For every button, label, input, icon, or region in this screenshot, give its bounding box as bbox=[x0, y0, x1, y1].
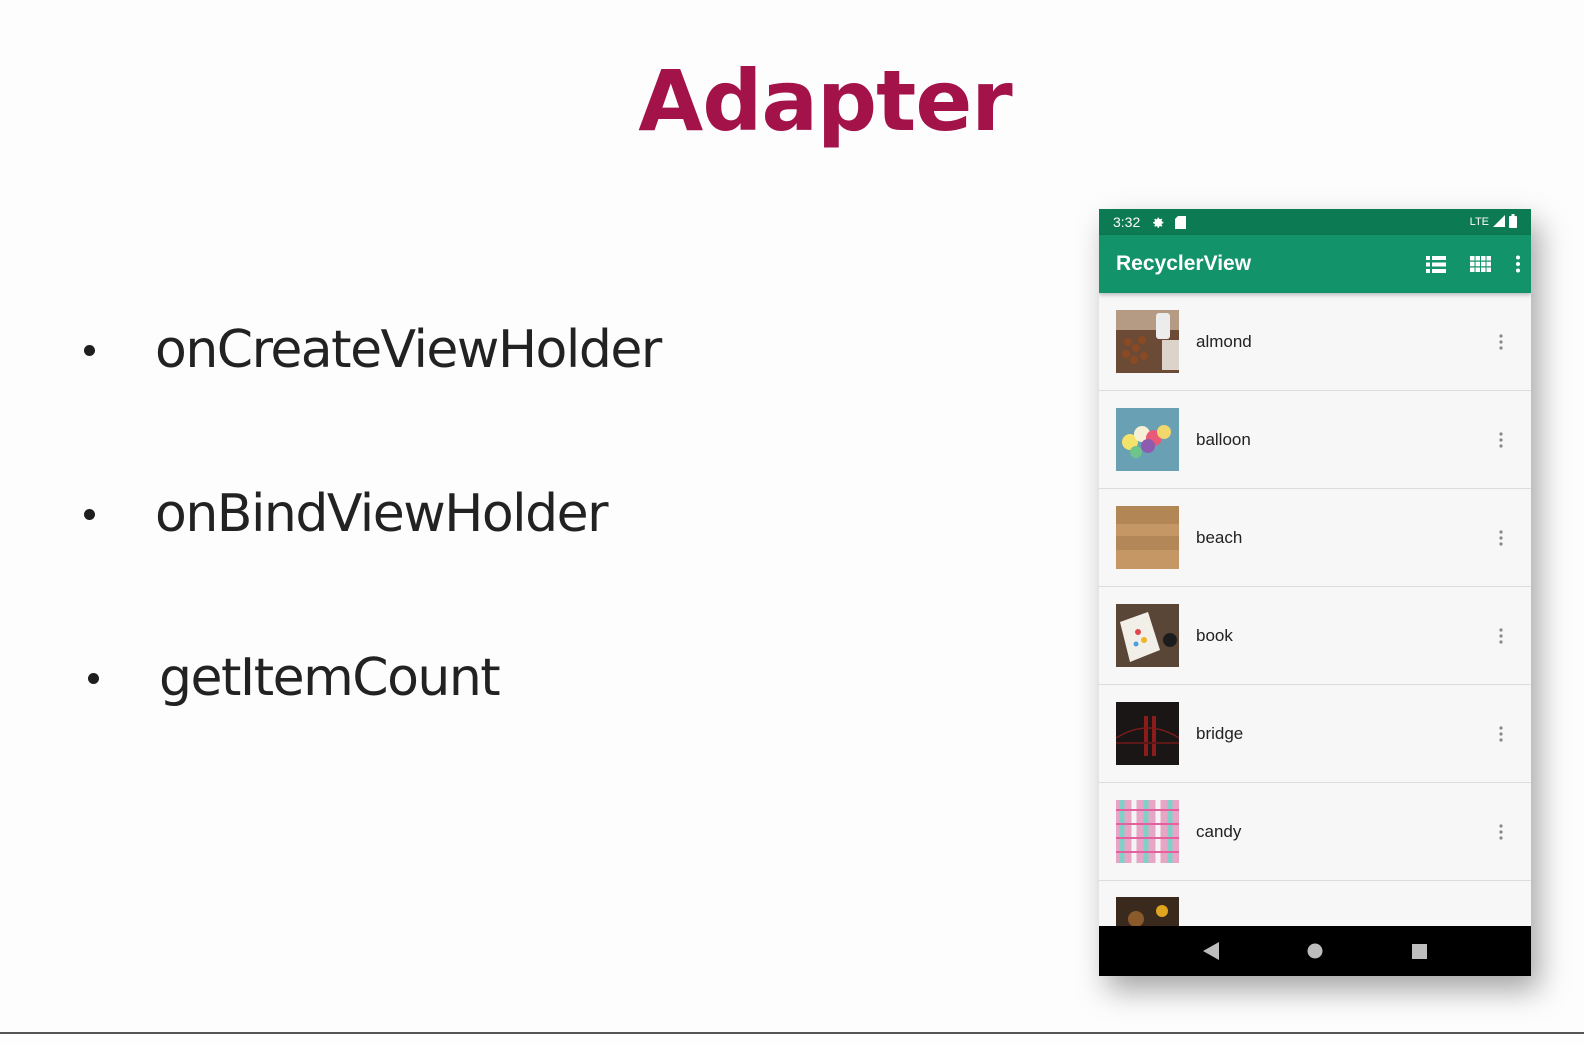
recents-icon[interactable] bbox=[1411, 943, 1427, 959]
home-icon[interactable] bbox=[1307, 943, 1323, 959]
bullet-dot bbox=[84, 508, 95, 520]
app-actions bbox=[1426, 255, 1521, 273]
bullet-text: onCreateViewHolder bbox=[155, 320, 662, 380]
recycler-list: almond balloon beach bbox=[1099, 293, 1531, 960]
status-bar: 3:32 LTE bbox=[1099, 209, 1531, 235]
footer-divider bbox=[0, 1032, 1584, 1034]
bullet-text: getItemCount bbox=[159, 648, 501, 708]
list-view-icon[interactable] bbox=[1426, 255, 1446, 273]
list-item[interactable]: almond bbox=[1099, 293, 1531, 391]
item-label: bridge bbox=[1196, 723, 1244, 743]
slide-title: Adapter bbox=[638, 52, 1013, 150]
more-vert-icon[interactable] bbox=[1499, 627, 1503, 644]
list-item[interactable]: candy bbox=[1099, 783, 1531, 881]
more-vert-icon[interactable] bbox=[1515, 255, 1521, 273]
item-label: balloon bbox=[1196, 429, 1251, 449]
bullet-text: onBindViewHolder bbox=[155, 484, 609, 544]
more-vert-icon[interactable] bbox=[1499, 725, 1503, 742]
list-item[interactable]: book bbox=[1099, 587, 1531, 685]
more-vert-icon[interactable] bbox=[1499, 333, 1503, 350]
list-item[interactable]: balloon bbox=[1099, 391, 1531, 489]
list-item[interactable]: bridge bbox=[1099, 685, 1531, 783]
more-vert-icon[interactable] bbox=[1499, 529, 1503, 546]
back-icon[interactable] bbox=[1203, 942, 1220, 960]
bullet-dot bbox=[88, 672, 99, 684]
bullet-item: onBindViewHolder bbox=[84, 484, 609, 544]
bullet-item: onCreateViewHolder bbox=[84, 320, 662, 380]
more-vert-icon[interactable] bbox=[1499, 431, 1503, 448]
network-label: LTE bbox=[1469, 216, 1489, 228]
book-thumbnail bbox=[1116, 604, 1179, 667]
signal-icon bbox=[1493, 214, 1505, 230]
phone-screenshot: 3:32 LTE RecyclerView bbox=[1099, 209, 1531, 976]
item-label: almond bbox=[1196, 331, 1252, 351]
app-title: RecyclerView bbox=[1116, 252, 1252, 275]
status-time: 3:32 bbox=[1113, 214, 1141, 230]
app-bar: RecyclerView bbox=[1099, 235, 1531, 293]
bridge-thumbnail bbox=[1116, 702, 1179, 765]
beach-thumbnail bbox=[1116, 506, 1179, 569]
almond-thumbnail bbox=[1116, 310, 1179, 373]
item-label: book bbox=[1196, 625, 1233, 645]
item-label: candy bbox=[1196, 821, 1242, 841]
bullet-item: getItemCount bbox=[88, 648, 501, 708]
nav-bar bbox=[1099, 926, 1531, 976]
item-label: beach bbox=[1196, 527, 1243, 547]
list-item[interactable]: beach bbox=[1099, 489, 1531, 587]
grid-view-icon[interactable] bbox=[1470, 256, 1491, 272]
bullet-dot bbox=[84, 344, 95, 356]
more-vert-icon[interactable] bbox=[1499, 823, 1503, 840]
gear-icon bbox=[1152, 216, 1165, 229]
balloon-thumbnail bbox=[1116, 408, 1179, 471]
candy-thumbnail bbox=[1116, 800, 1179, 863]
sd-card-icon bbox=[1175, 215, 1187, 229]
status-right-group: LTE bbox=[1469, 213, 1517, 231]
battery-icon bbox=[1509, 213, 1517, 231]
